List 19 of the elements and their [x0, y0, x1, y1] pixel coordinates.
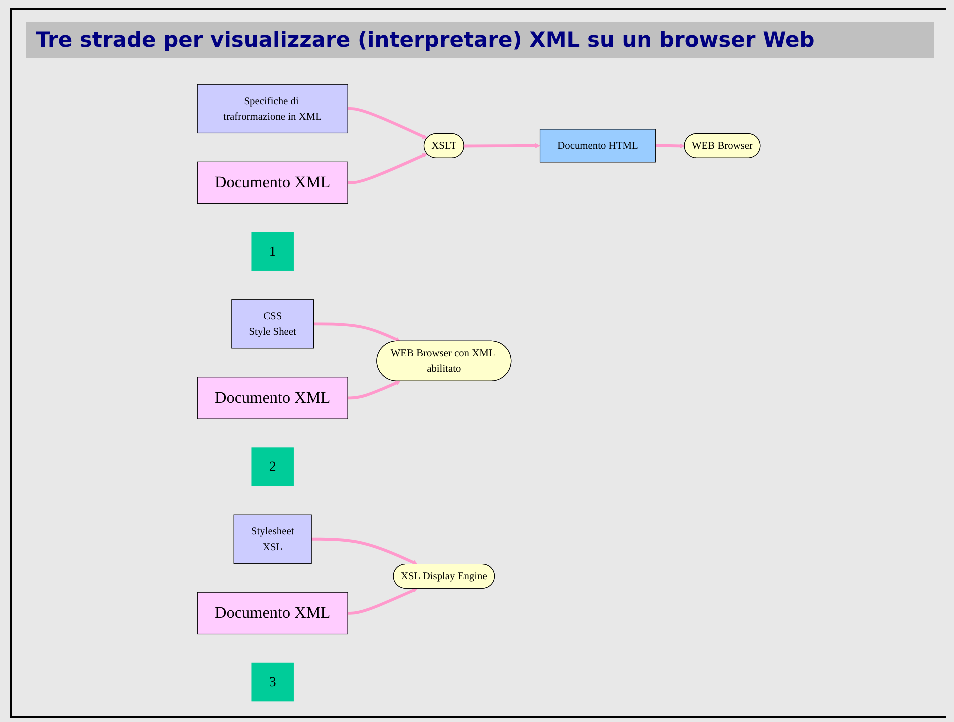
arrow: [314, 322, 401, 342]
node-box: Documento XML: [197, 377, 348, 420]
node-box: Stylesheet XSL: [234, 514, 312, 564]
node-box: Documento XML: [197, 592, 348, 635]
node-box: 3: [252, 662, 294, 702]
arrow: [348, 588, 418, 615]
node-box: Documento XML: [197, 162, 348, 204]
arrow: [348, 107, 428, 139]
node-box: 1: [252, 232, 294, 272]
node-box: CSS Style Sheet: [232, 300, 314, 349]
arrow: [656, 144, 686, 149]
node-box: Documento HTML: [540, 129, 656, 163]
node-box: Specifiche di trafrormazione in XML: [197, 84, 348, 134]
arrow: [348, 154, 428, 184]
arrow: [464, 143, 540, 148]
node-box: 2: [252, 448, 294, 486]
arrow: [312, 538, 418, 565]
title: Tre strade per visualizzare (interpretare) XML su un browser Web: [26, 22, 934, 58]
arrow: [348, 380, 401, 400]
